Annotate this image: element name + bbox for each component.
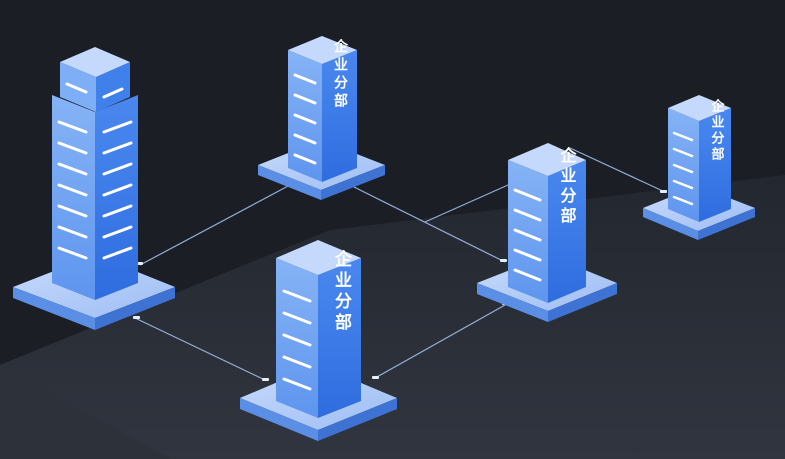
tower-front	[288, 50, 322, 182]
link-center-far	[424, 184, 509, 223]
connection-links	[134, 147, 666, 381]
building-label: 企业分部	[331, 249, 353, 334]
base-right	[698, 208, 755, 240]
tower-side	[318, 258, 361, 418]
tower-front	[276, 258, 318, 418]
tower-side	[699, 108, 731, 222]
endpoint-dot	[262, 378, 269, 381]
base-right	[318, 398, 397, 441]
tower-side	[95, 95, 138, 300]
tower-top	[508, 143, 586, 176]
tower-front	[668, 108, 699, 222]
endpoint-dot	[660, 190, 667, 193]
tower-top	[668, 95, 731, 121]
window-stripes-front	[513, 188, 542, 282]
base-left	[13, 287, 95, 330]
base-left	[258, 165, 321, 200]
tower-front	[52, 95, 95, 300]
endpoint-dot	[500, 259, 507, 262]
cap-front	[60, 62, 96, 112]
building-headquarters	[13, 47, 175, 330]
window-stripes-front	[282, 289, 312, 391]
tower-front	[508, 160, 548, 303]
window-stripes-side	[102, 120, 133, 260]
building-branch-far-right: 企业分部	[643, 95, 755, 240]
tower-side	[548, 160, 586, 303]
tower-top	[288, 36, 357, 64]
link-bottom-center	[374, 304, 506, 379]
cap-side	[96, 62, 130, 112]
tower-top	[276, 240, 361, 275]
link-hq-bottom	[134, 317, 266, 381]
window-stripe	[65, 82, 88, 94]
building-branch-bottom: 企业分部	[240, 240, 397, 441]
link-hq-top	[139, 184, 291, 266]
base-left	[643, 208, 698, 240]
building-branch-center: 企业分部	[477, 143, 617, 322]
floor-edge	[0, 365, 170, 459]
building-label: 企业分部	[332, 38, 349, 111]
window-stripe	[102, 87, 124, 99]
window-stripes-front	[293, 73, 317, 165]
floor-plane	[0, 175, 785, 459]
building-label: 企业分部	[558, 146, 578, 227]
link-top-center	[349, 184, 506, 263]
base-right	[95, 287, 175, 330]
tower-side	[322, 50, 357, 182]
link-center-far-2	[569, 147, 666, 193]
cap-top	[60, 47, 130, 77]
window-stripes-front	[57, 120, 88, 260]
base-left	[240, 398, 318, 441]
building-label: 企业分部	[709, 98, 726, 163]
endpoint-dot	[372, 376, 379, 379]
base-right	[321, 165, 385, 200]
window-stripes-front	[672, 131, 694, 206]
base-right	[548, 283, 617, 322]
endpoint-dot	[133, 316, 140, 319]
base-left	[477, 283, 548, 322]
building-branch-top: 企业分部	[258, 36, 385, 200]
